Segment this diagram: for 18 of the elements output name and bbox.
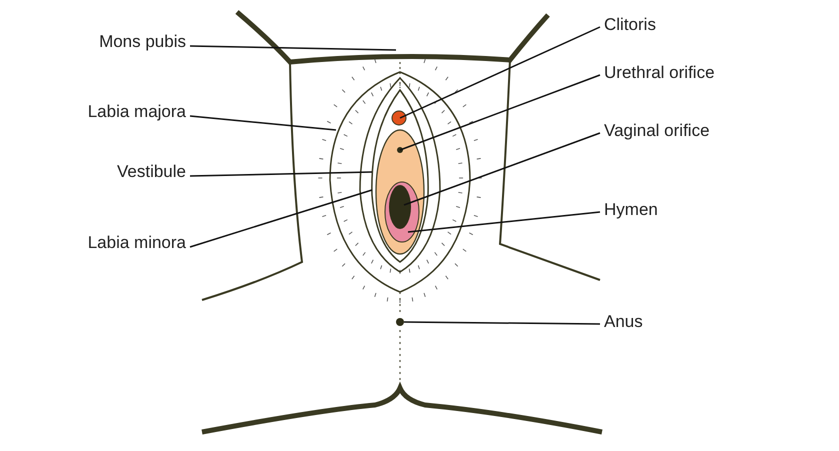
leader-line bbox=[190, 171, 372, 177]
leader-line bbox=[404, 321, 600, 325]
part-label: Clitoris bbox=[604, 14, 656, 36]
part-label: Urethral orifice bbox=[604, 62, 715, 84]
leader-line bbox=[400, 26, 600, 119]
part-label: Anus bbox=[604, 311, 643, 333]
leader-line bbox=[400, 74, 600, 151]
leader-line bbox=[190, 115, 336, 131]
part-label: Vaginal orifice bbox=[604, 120, 710, 142]
leader-line bbox=[404, 132, 600, 206]
part-label: Vestibule bbox=[117, 161, 186, 183]
part-label: Labia majora bbox=[88, 101, 186, 123]
part-label: Labia minora bbox=[88, 232, 186, 254]
part-label: Mons pubis bbox=[99, 31, 186, 53]
leader-line bbox=[190, 189, 372, 248]
part-label: Hymen bbox=[604, 199, 658, 221]
leader-line bbox=[408, 211, 600, 233]
leader-line bbox=[190, 45, 396, 51]
